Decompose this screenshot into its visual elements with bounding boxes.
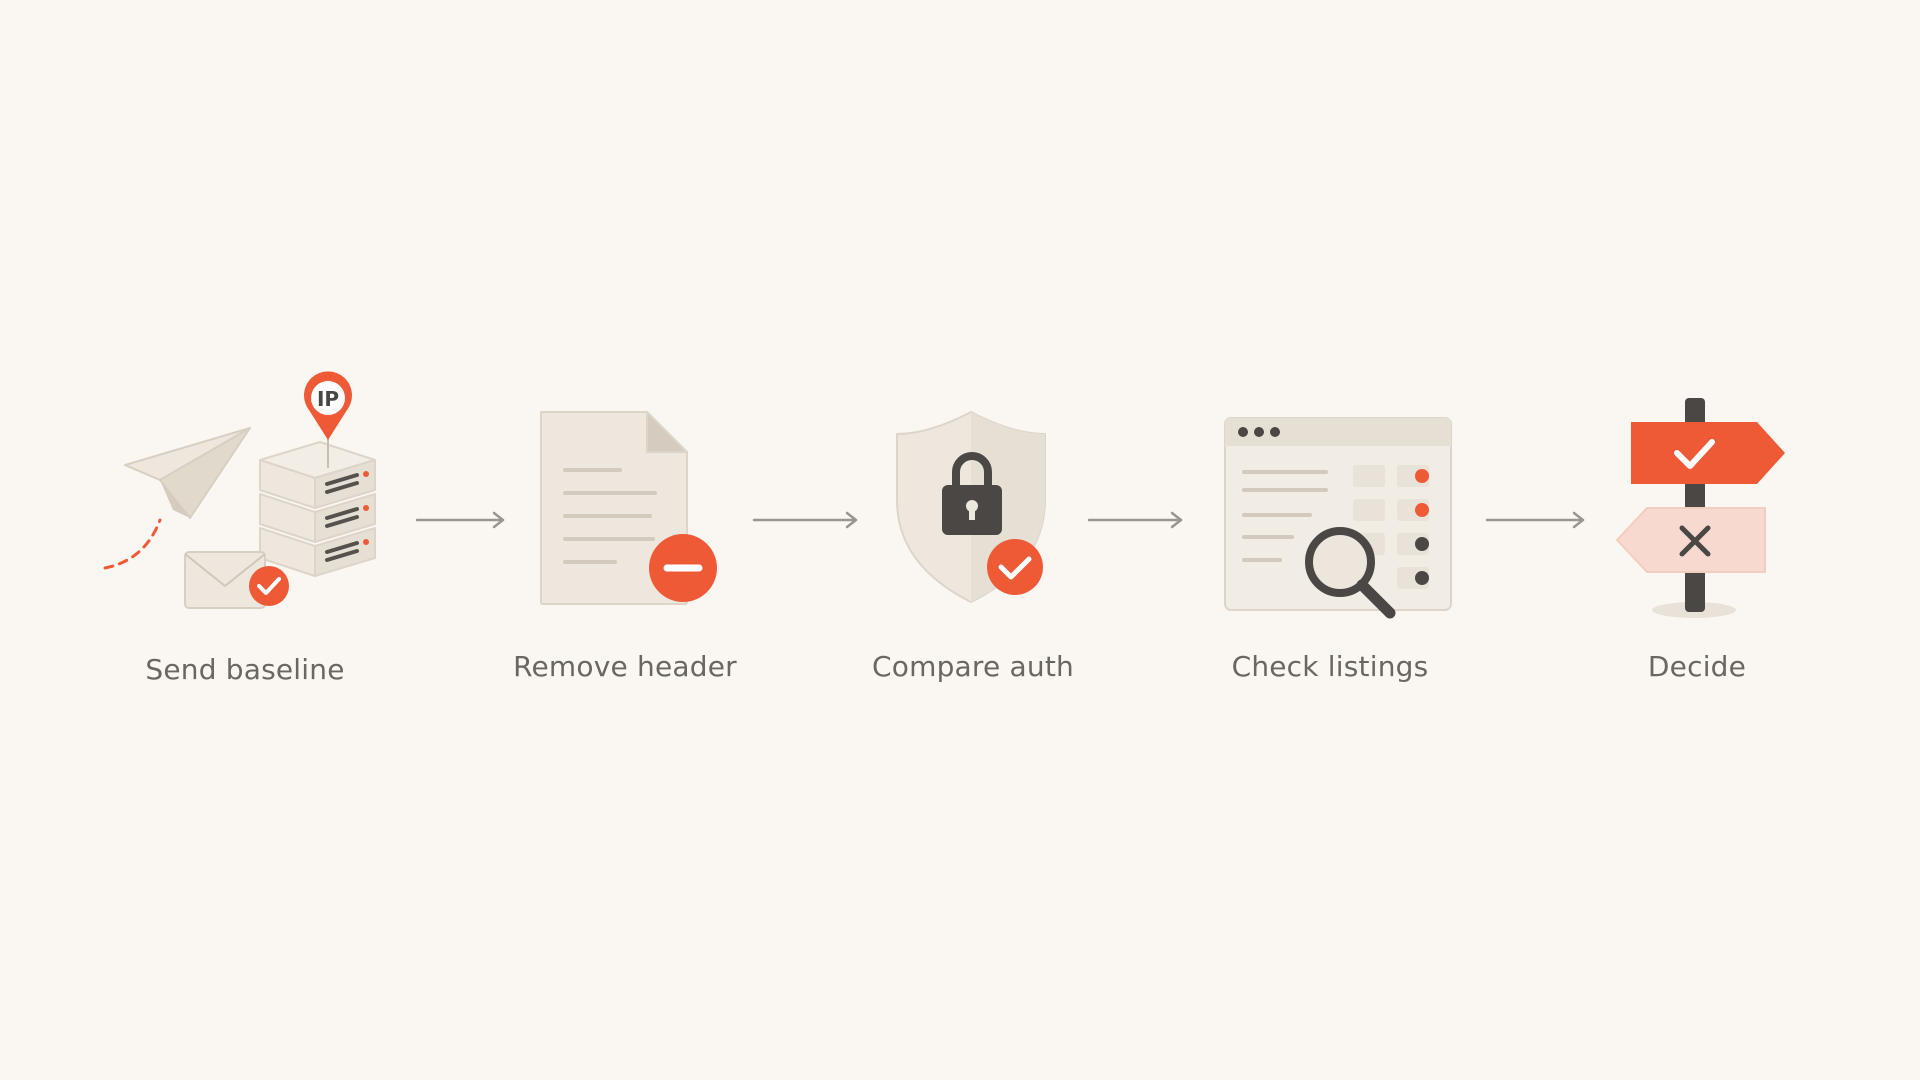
step-send-baseline: IP Send baseline — [95, 360, 395, 700]
step-check-listings: Check listings — [1180, 360, 1480, 700]
status-dot — [1415, 469, 1429, 483]
location-pin-icon: IP — [304, 371, 352, 468]
minus-badge-icon — [649, 534, 717, 602]
paper-plane-server-envelope-icon: IP — [103, 371, 376, 609]
server-stack-icon — [259, 441, 376, 577]
magnifier-icon — [1305, 527, 1396, 619]
arrow-right-icon — [752, 511, 858, 529]
padlock-icon — [942, 452, 1002, 535]
step-label: Send baseline — [145, 653, 345, 686]
browser-window-icon — [1224, 417, 1452, 611]
browser-list-magnifier-icon — [1224, 417, 1452, 619]
document-icon — [540, 411, 688, 605]
arrow-right-icon — [415, 511, 505, 529]
check-badge-icon — [987, 539, 1043, 595]
cross-mark-icon — [1679, 525, 1711, 557]
status-dot — [1415, 503, 1429, 517]
step-label: Decide — [1647, 650, 1747, 683]
arrow-right-icon — [1087, 511, 1183, 529]
step-decide: Decide — [1547, 360, 1847, 700]
dashed-trail — [103, 518, 162, 570]
signpost-icon — [1616, 398, 1785, 618]
step-label: Check listings — [1231, 650, 1429, 683]
shield-lock-check-icon — [896, 411, 1046, 603]
step-remove-header: Remove header — [475, 360, 775, 700]
arrow-right-icon — [1485, 511, 1585, 529]
check-badge-icon — [249, 566, 289, 606]
step-label: Compare auth — [872, 650, 1074, 683]
ip-badge-text: IP — [317, 387, 339, 411]
check-mark-icon — [1674, 439, 1715, 469]
status-dot — [1415, 571, 1429, 585]
status-dot — [1415, 537, 1429, 551]
document-minus-icon — [540, 411, 717, 605]
signpost-check-cross-icon — [1616, 398, 1785, 618]
list-lines — [1242, 470, 1328, 562]
step-compare-auth: Compare auth — [823, 360, 1123, 700]
step-label: Remove header — [513, 650, 737, 683]
paper-plane-icon — [124, 427, 251, 519]
